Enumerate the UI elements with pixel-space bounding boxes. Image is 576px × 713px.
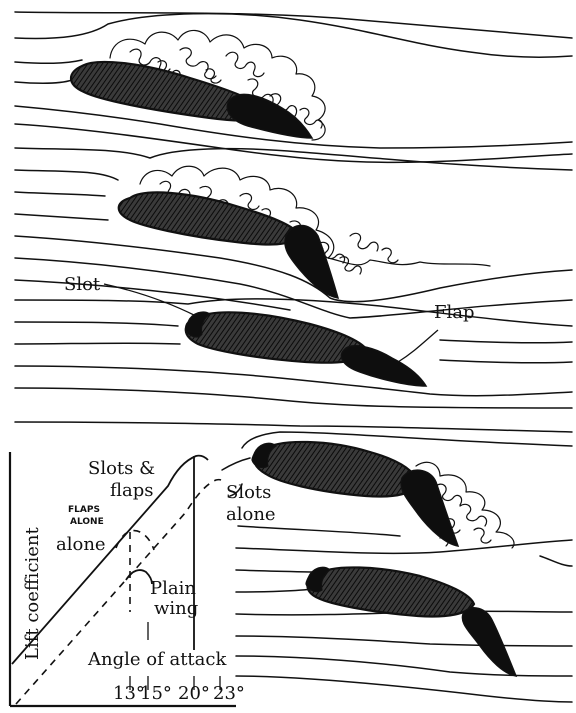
wing-panel-5 [308, 567, 475, 616]
label-plain-wing-2: wing [154, 598, 198, 619]
tick-label-15: 15° [140, 683, 172, 704]
flap-label: Flap [434, 302, 475, 323]
flap-panel-4 [401, 470, 458, 546]
flap-panel-5 [462, 608, 516, 676]
label-slots-flaps-1: Slots & [88, 458, 155, 479]
flap-panel-2 [285, 226, 338, 299]
tick-label-23: 23° [213, 683, 245, 704]
x-axis-label: Angle of attack [87, 649, 227, 670]
label-plain-wing-1: Plain [150, 578, 196, 599]
flap-leader [398, 330, 438, 362]
label-flaps-alone-1: FLAPS [68, 505, 100, 515]
slot-label: Slot [64, 274, 101, 295]
wing-panel-2 [119, 192, 300, 244]
series-flaps-alone [116, 531, 154, 550]
flap-panel-3 [341, 346, 426, 386]
flap-panel-1 [227, 94, 312, 138]
label-slots-alone-2: alone [226, 504, 276, 525]
label-flaps-alone-2: ALONE [70, 517, 104, 527]
panel-flap-only [15, 12, 572, 162]
label-flaps-alone-3: alone [56, 534, 106, 555]
label-slots-flaps-2: flaps [110, 480, 154, 501]
tick-label-20: 20° [178, 683, 210, 704]
label-slots-alone-1: Slots [226, 482, 271, 503]
panel-slot-and-flap: Slot Flap [15, 274, 572, 408]
lift-chart: Lift coefficient 13° 15° 20° 23° Angle o… [10, 452, 276, 706]
wing-panel-4 [254, 442, 418, 497]
